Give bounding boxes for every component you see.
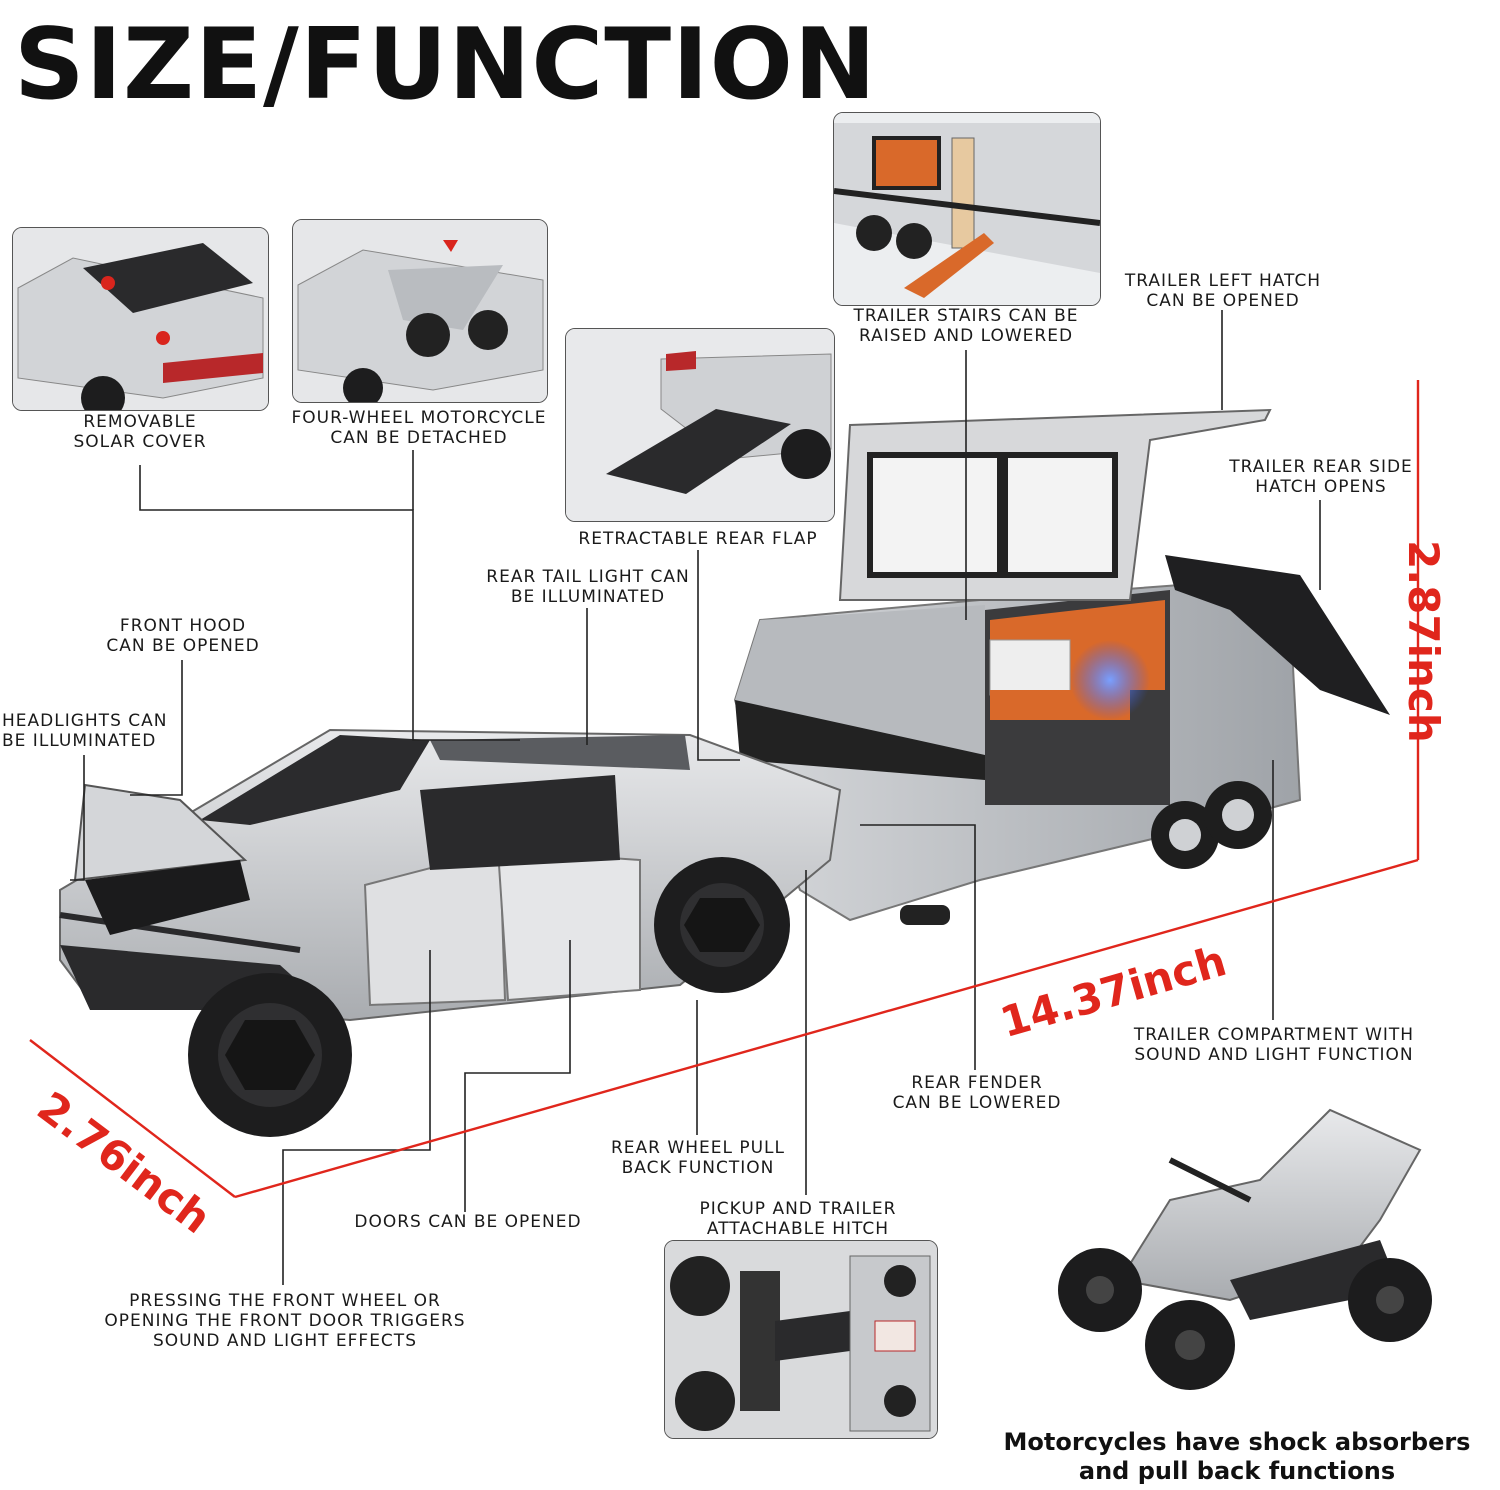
label-line: CAN BE OPENED (106, 636, 260, 656)
label-trailer-stairs: TRAILER STAIRS CAN BE RAISED AND LOWERED (853, 306, 1078, 346)
rear-flap-photo (565, 328, 835, 522)
trailer (733, 408, 1390, 925)
motorcycle-detach-image (293, 220, 547, 402)
label-line: REAR WHEEL PULL (611, 1138, 785, 1158)
label-line: ATTACHABLE HITCH (706, 1219, 890, 1239)
label-line: FOUR-WHEEL MOTORCYCLE (291, 408, 547, 428)
label-trailer-left-hatch: TRAILER LEFT HATCH CAN BE OPENED (1125, 271, 1321, 311)
label-line: CAN BE DETACHED (330, 428, 508, 448)
dimension-lines (29, 380, 1420, 1199)
solar-cover-photo (12, 227, 269, 411)
pickup-truck (59, 728, 842, 1137)
label-line: OPENING THE FRONT DOOR TRIGGERS (104, 1311, 466, 1331)
label-line: PICKUP AND TRAILER (699, 1199, 897, 1219)
label-line: REMOVABLE (83, 412, 197, 432)
label-line: RAISED AND LOWERED (858, 326, 1074, 346)
label-line: FRONT HOOD (119, 616, 247, 636)
label-headlights: HEADLIGHTS CAN BE ILLUMINATED (2, 711, 167, 751)
motorcycle-detach-photo (292, 219, 548, 403)
label-line: SOUND AND LIGHT EFFECTS (153, 1331, 417, 1351)
label-line: TRAILER COMPARTMENT WITH (1133, 1025, 1415, 1045)
label-line: CAN BE OPENED (1146, 291, 1300, 311)
label-line: REAR TAIL LIGHT CAN (486, 567, 690, 587)
label-line: PRESSING THE FRONT WHEEL OR (129, 1291, 441, 1311)
label-front-wheel-sound: PRESSING THE FRONT WHEEL OR OPENING THE … (104, 1291, 465, 1351)
atv-caption: Motorcycles have shock absorbers and pul… (1004, 1428, 1471, 1486)
label-line: CAN BE LOWERED (892, 1093, 1062, 1113)
label-trailer-compartment: TRAILER COMPARTMENT WITH SOUND AND LIGHT… (1134, 1025, 1414, 1065)
solar-cover-image (13, 228, 268, 410)
label-rear-tail-light: REAR TAIL LIGHT CAN BE ILLUMINATED (486, 567, 689, 607)
label-hitch: PICKUP AND TRAILER ATTACHABLE HITCH (700, 1199, 897, 1239)
label-rear-flap: RETRACTABLE REAR FLAP (578, 529, 817, 549)
label-line: TRAILER LEFT HATCH (1124, 271, 1322, 291)
label-doors: DOORS CAN BE OPENED (354, 1212, 581, 1232)
page-title: SIZE/FUNCTION (14, 8, 877, 122)
label-line: HATCH OPENS (1255, 477, 1387, 497)
label-line: BE ILLUMINATED (510, 587, 666, 607)
label-line: RETRACTABLE REAR FLAP (578, 529, 818, 549)
label-line: BACK FUNCTION (621, 1158, 775, 1178)
label-line: SOLAR COVER (73, 432, 207, 452)
label-line: DOORS CAN BE OPENED (354, 1212, 582, 1232)
rear-flap-image (566, 329, 834, 521)
label-rear-wheel-pull-back: REAR WHEEL PULL BACK FUNCTION (611, 1138, 785, 1178)
label-line: TRAILER REAR SIDE (1229, 457, 1413, 477)
atv-motorcycle (1058, 1108, 1432, 1390)
trailer-stairs-image (834, 113, 1100, 305)
label-line: TRAILER STAIRS CAN BE (853, 306, 1079, 326)
dimension-height: 2.87inch (1399, 540, 1448, 743)
label-trailer-rear-side-hatch: TRAILER REAR SIDE HATCH OPENS (1229, 457, 1413, 497)
label-motorcycle-detach: FOUR-WHEEL MOTORCYCLE CAN BE DETACHED (291, 408, 546, 448)
label-front-hood: FRONT HOOD CAN BE OPENED (106, 616, 259, 656)
label-line: SOUND AND LIGHT FUNCTION (1134, 1045, 1414, 1065)
label-line: HEADLIGHTS CAN (2, 711, 168, 731)
label-removable-solar-cover: REMOVABLE SOLAR COVER (73, 412, 206, 452)
hitch-photo (664, 1240, 938, 1439)
caption-line: Motorcycles have shock absorbers (1003, 1428, 1471, 1456)
label-line: BE ILLUMINATED (2, 731, 157, 751)
label-rear-fender: REAR FENDER CAN BE LOWERED (893, 1073, 1062, 1113)
caption-line: and pull back functions (1078, 1457, 1396, 1485)
trailer-stairs-photo (833, 112, 1101, 306)
label-line: REAR FENDER (911, 1073, 1043, 1093)
leader-lines (70, 310, 1321, 1285)
hitch-image (665, 1241, 937, 1438)
